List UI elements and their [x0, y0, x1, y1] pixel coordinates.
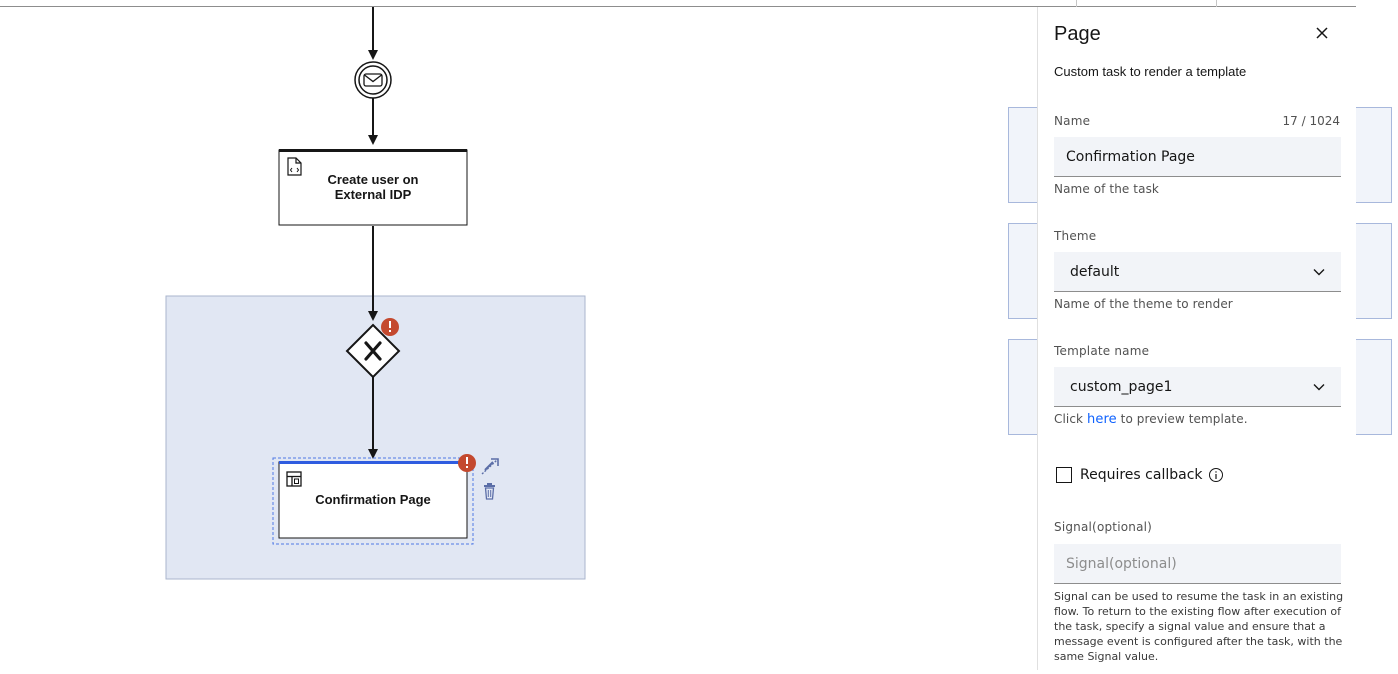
name-char-counter: 17 / 1024 — [1282, 114, 1340, 128]
connect-arrow-icon[interactable] — [481, 458, 499, 475]
envelope-icon — [363, 73, 383, 87]
script-file-icon — [287, 157, 302, 176]
theme-helper-text: Name of the theme to render — [1054, 297, 1233, 311]
chevron-down-icon — [1313, 268, 1325, 275]
panel-description: Custom task to render a template — [1054, 64, 1247, 79]
name-input[interactable] — [1054, 137, 1341, 177]
task-label-line: External IDP — [334, 187, 412, 202]
properties-panel: Page Custom task to render a template Na… — [1037, 7, 1356, 670]
theme-select-value: default — [1070, 263, 1120, 280]
exclusive-gateway-icon — [364, 341, 382, 361]
task-confirmation-page[interactable] — [272, 457, 474, 545]
tab-separator — [1216, 0, 1217, 7]
task-create-user-label: Create user on External IDP — [279, 172, 467, 202]
panel-title: Page — [1054, 23, 1101, 45]
trash-icon[interactable] — [484, 483, 495, 500]
signal-helper-text: Signal can be used to resume the task in… — [1054, 590, 1344, 663]
signal-field-label: Signal(optional) — [1054, 520, 1153, 534]
task-label-line: Create user on — [327, 172, 419, 187]
theme-select[interactable]: default — [1054, 252, 1341, 292]
template-field-label: Template name — [1054, 344, 1150, 358]
requires-callback-checkbox[interactable] — [1056, 467, 1072, 483]
top-tab-strip — [1036, 0, 1356, 7]
chevron-down-icon — [1313, 383, 1325, 390]
info-icon[interactable] — [1208, 467, 1224, 483]
theme-field-label: Theme — [1054, 229, 1097, 243]
tab-separator — [1076, 0, 1077, 7]
template-select[interactable]: custom_page1 — [1054, 367, 1341, 407]
preview-template-link[interactable]: here — [1087, 412, 1117, 427]
template-select-value: custom_page1 — [1070, 378, 1173, 395]
requires-callback-label: Requires callback — [1080, 467, 1203, 483]
gateway-error-icon[interactable] — [381, 318, 399, 336]
template-helper-text: Click here to preview template. — [1054, 412, 1248, 427]
requires-callback-row[interactable]: Requires callback — [1056, 467, 1224, 483]
template-layout-icon — [286, 471, 302, 487]
template-helper-suffix: to preview template. — [1120, 412, 1248, 426]
task-error-icon[interactable] — [458, 454, 476, 472]
template-helper-prefix: Click — [1054, 412, 1084, 426]
exclusive-gateway[interactable] — [345, 323, 401, 379]
message-event[interactable] — [354, 61, 392, 99]
name-field-label: Name — [1054, 114, 1091, 128]
task-confirmation-page-label: Confirmation Page — [315, 492, 431, 507]
top-divider — [0, 0, 1356, 7]
task-create-user[interactable] — [278, 149, 468, 226]
flow-diagram — [165, 7, 586, 580]
signal-input[interactable] — [1054, 544, 1341, 584]
flow-canvas[interactable]: Create user on External IDP Confirmation… — [0, 0, 1036, 674]
close-icon — [1316, 27, 1328, 39]
name-helper-text: Name of the task — [1054, 182, 1159, 196]
close-button[interactable] — [1310, 21, 1334, 45]
